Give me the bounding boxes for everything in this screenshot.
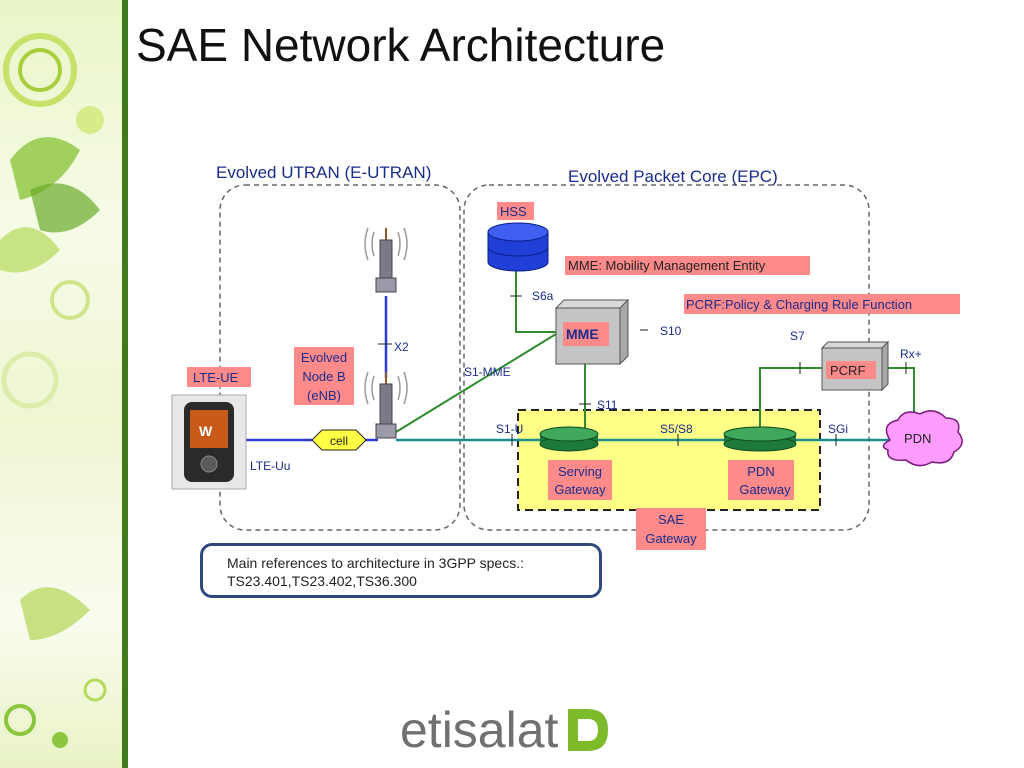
mobile-phone-icon: W	[171, 394, 247, 490]
hss-database-icon	[487, 222, 549, 272]
sgi-label: SGi	[828, 422, 848, 436]
references-box: Main references to architecture in 3GPP …	[200, 543, 602, 598]
pdn-gateway-icon	[723, 426, 797, 452]
eutran-label: Evolved UTRAN (E-UTRAN)	[216, 163, 431, 182]
pcrf-desc-highlight	[684, 294, 960, 314]
pcrf-label: PCRF	[830, 363, 865, 378]
pdn-gw-label-2: Gateway	[739, 482, 791, 497]
etisalat-logo: etisalat	[400, 702, 610, 758]
lte-uu-label: LTE-Uu	[250, 459, 290, 473]
page-title: SAE Network Architecture	[136, 19, 666, 71]
s5-s8-label: S5/S8	[660, 422, 693, 436]
enodeb-tower-icon-top	[364, 227, 408, 293]
s6a-link	[515, 268, 558, 333]
s10-label: S10	[660, 324, 682, 338]
mme-desc-highlight	[565, 256, 810, 275]
decorative-sidebar	[0, 0, 122, 768]
floral-decoration-icon	[0, 33, 107, 748]
sidebar-divider	[122, 0, 128, 768]
serving-gw-label-1: Serving	[558, 464, 602, 479]
s11-label: S11	[597, 398, 618, 412]
s1-mme-link	[395, 333, 557, 433]
sae-gw-label-2: Gateway	[645, 531, 697, 546]
serving-gw-label-2: Gateway	[554, 482, 606, 497]
pdn-cloud-icon	[882, 410, 963, 467]
s1-u-label: S1-U	[496, 422, 523, 436]
svg-text:W: W	[199, 423, 213, 439]
pdn-gw-label-1: PDN	[747, 464, 774, 479]
enodeb-tower-icon-bottom	[364, 371, 408, 439]
pdn-label: PDN	[904, 431, 931, 446]
lte-ue-highlight	[187, 367, 251, 387]
sae-gw-highlight	[636, 508, 706, 550]
hss-label: HSS	[500, 204, 527, 219]
x2-label: X2	[394, 340, 409, 354]
logo-text: etisalat	[400, 702, 559, 758]
pcrf-description: PCRF:Policy & Charging Rule Function	[686, 297, 912, 312]
enb-label-2: Node B	[302, 369, 345, 384]
cell-label: cell	[330, 434, 348, 448]
mme-description: MME: Mobility Management Entity	[568, 258, 766, 273]
eutran-boundary	[219, 184, 461, 531]
lte-ue-label: LTE-UE	[193, 370, 239, 385]
logo-mark-icon	[568, 709, 609, 751]
pcrf-server-icon	[820, 340, 890, 392]
rx-label: Rx+	[900, 347, 922, 361]
enb-label-1: Evolved	[301, 350, 347, 365]
pdn-gw-highlight	[728, 460, 794, 500]
mme-server-icon	[554, 298, 630, 366]
mme-label: MME	[566, 326, 599, 342]
serving-gw-highlight	[548, 460, 612, 500]
references-line-2: TS23.401,TS23.402,TS36.300	[227, 573, 417, 589]
enb-label-3: (eNB)	[307, 388, 341, 403]
enb-highlight	[294, 347, 354, 405]
epc-label: Evolved Packet Core (EPC)	[568, 167, 778, 186]
s6a-label: S6a	[532, 289, 554, 303]
s1-mme-label: S1-MME	[464, 365, 511, 379]
sae-gw-label-1: SAE	[658, 512, 684, 527]
cell-marker	[311, 429, 367, 451]
serving-gateway-icon	[539, 426, 599, 452]
rx-link	[886, 367, 915, 420]
references-line-1: Main references to architecture in 3GPP …	[227, 555, 524, 571]
hss-highlight	[497, 202, 534, 220]
s7-link	[759, 367, 822, 432]
s7-label: S7	[790, 329, 805, 343]
